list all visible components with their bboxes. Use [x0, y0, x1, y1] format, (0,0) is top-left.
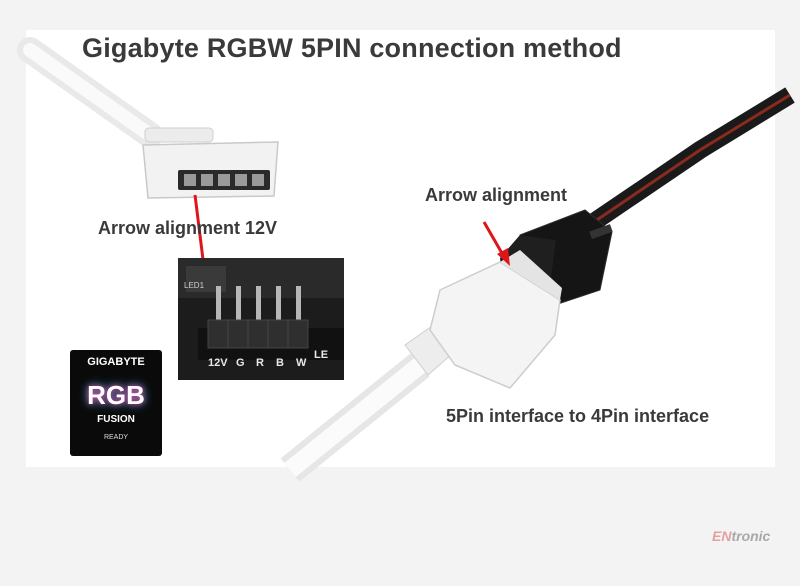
board-side-label: LE — [314, 349, 328, 361]
red-arrow-right — [482, 221, 510, 266]
board-header-label: LED1 — [184, 281, 205, 290]
badge-rgb: RGB — [87, 380, 145, 410]
white-5pin-cable — [17, 37, 279, 199]
label-arrow-alignment-12v: Arrow alignment 12V — [98, 218, 278, 238]
label-arrow-alignment: Arrow alignment — [425, 185, 568, 205]
pin-label-w: W — [296, 357, 307, 369]
pin-label-b: B — [276, 357, 284, 369]
watermark-name: tronic — [731, 528, 771, 544]
pin-label-g: G — [236, 357, 245, 369]
watermark-prefix: EN — [712, 528, 732, 544]
badge-brand: GIGABYTE — [87, 356, 145, 368]
badge-ready: READY — [103, 434, 129, 441]
badge-fusion: FUSION — [97, 414, 135, 425]
watermark-logo: ENtronic — [712, 528, 770, 544]
pin-label-12v: 12V — [208, 357, 228, 369]
rgb-fusion-badge: GIGABYTE RGB FUSION READY — [70, 350, 162, 456]
motherboard-header-photo: LED1 12V G R B W LE — [178, 258, 344, 380]
white-adapter — [280, 250, 562, 482]
page-title: Gigabyte RGBW 5PIN connection method — [82, 33, 622, 63]
label-interface: 5Pin interface to 4Pin interface — [446, 406, 710, 426]
pin-label-r: R — [256, 357, 264, 369]
